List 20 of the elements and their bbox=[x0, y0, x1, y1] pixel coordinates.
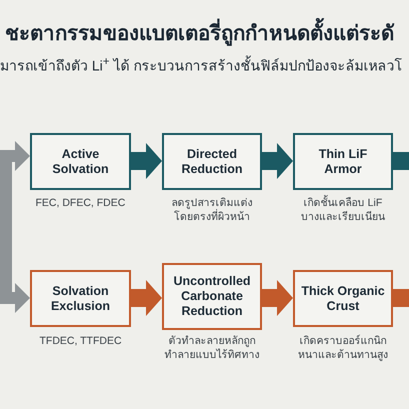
node-label: เกิดคราบออร์แกนิกหนาและต้านทานสูง bbox=[297, 334, 389, 362]
arrow bbox=[0, 228, 30, 313]
subtitle: มารถเข้าถึงตัว Li$^{+}$ ได้ กระบวนการสร้างชั้นฟิล์มปกป้องจะล้มเหลวโ bbox=[0, 54, 402, 76]
process-box: Thin LiF Armor bbox=[293, 133, 393, 190]
arrow bbox=[262, 143, 293, 179]
node-label: TFDEC, TTFDEC bbox=[40, 334, 122, 348]
process-box: Solvation Exclusion bbox=[30, 270, 131, 327]
process-box: Thick Organic Crust bbox=[293, 270, 393, 327]
node-label: ตัวทำละลายหลักถูกทำลายแบบไร้ทิศทาง bbox=[164, 334, 260, 362]
node-label: ลดรูปสารเติมแต่งโดยตรงที่ผิวหน้า bbox=[170, 196, 254, 224]
arrow bbox=[0, 141, 30, 228]
node-label: FEC, DFEC, FDEC bbox=[36, 196, 126, 210]
process-box: Uncontrolled Carbonate Reduction bbox=[162, 263, 262, 330]
title: ชะตากรรมของแบตเตอรี่ถูกกำหนดตั้งแต่ระดั bbox=[5, 20, 394, 48]
process-box: Directed Reduction bbox=[162, 133, 262, 190]
arrow bbox=[262, 280, 293, 316]
process-box: Active Solvation bbox=[30, 133, 131, 190]
arrow bbox=[131, 143, 162, 179]
node-label: เกิดชั้นเคลือบ LiF บางและเรียบเนียน bbox=[300, 196, 386, 224]
arrow bbox=[131, 280, 162, 316]
